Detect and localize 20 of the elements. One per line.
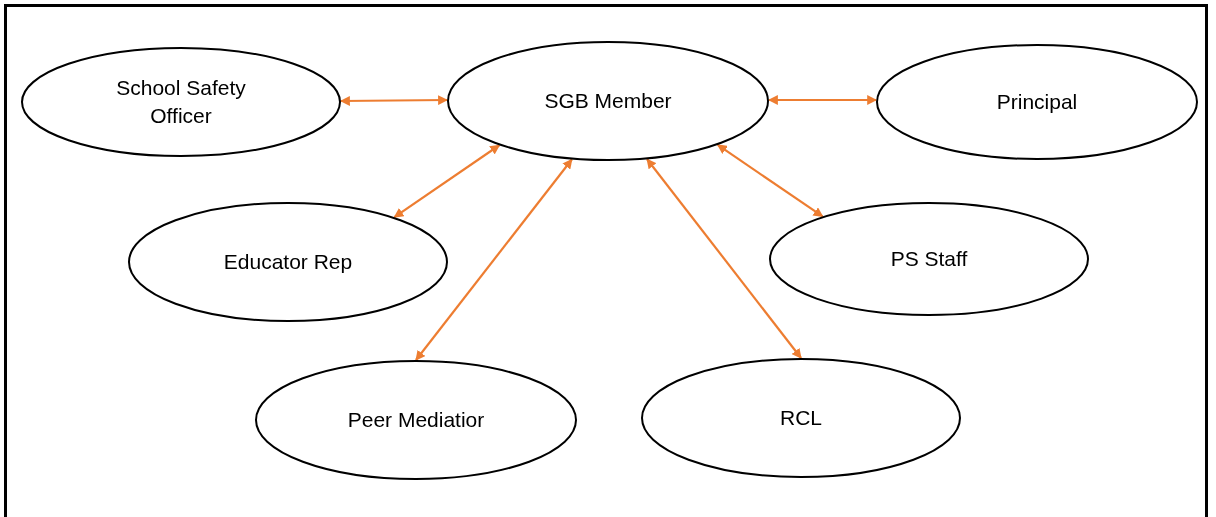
double-arrow (340, 95, 448, 106)
ellipse-node (641, 358, 961, 478)
ellipse-node (21, 47, 341, 157)
double-arrow (415, 158, 573, 361)
double-arrow (768, 95, 878, 105)
node-label: SGB Member (543, 87, 673, 114)
node-label: PS Staff (889, 245, 969, 272)
ellipse-node (876, 44, 1198, 160)
node-label: Peer Mediatior (346, 406, 486, 433)
double-arrow (646, 158, 802, 359)
double-arrow (716, 144, 824, 218)
ellipse-node (769, 202, 1089, 316)
double-arrow (393, 144, 501, 219)
node-label: School Safety Officer (115, 74, 247, 129)
ellipse-node (255, 360, 577, 480)
node-label: RCL (779, 404, 823, 431)
node-label: Educator Rep (222, 248, 354, 275)
ellipse-node (447, 41, 769, 161)
node-label: Principal (995, 88, 1079, 115)
ellipse-node (128, 202, 448, 322)
